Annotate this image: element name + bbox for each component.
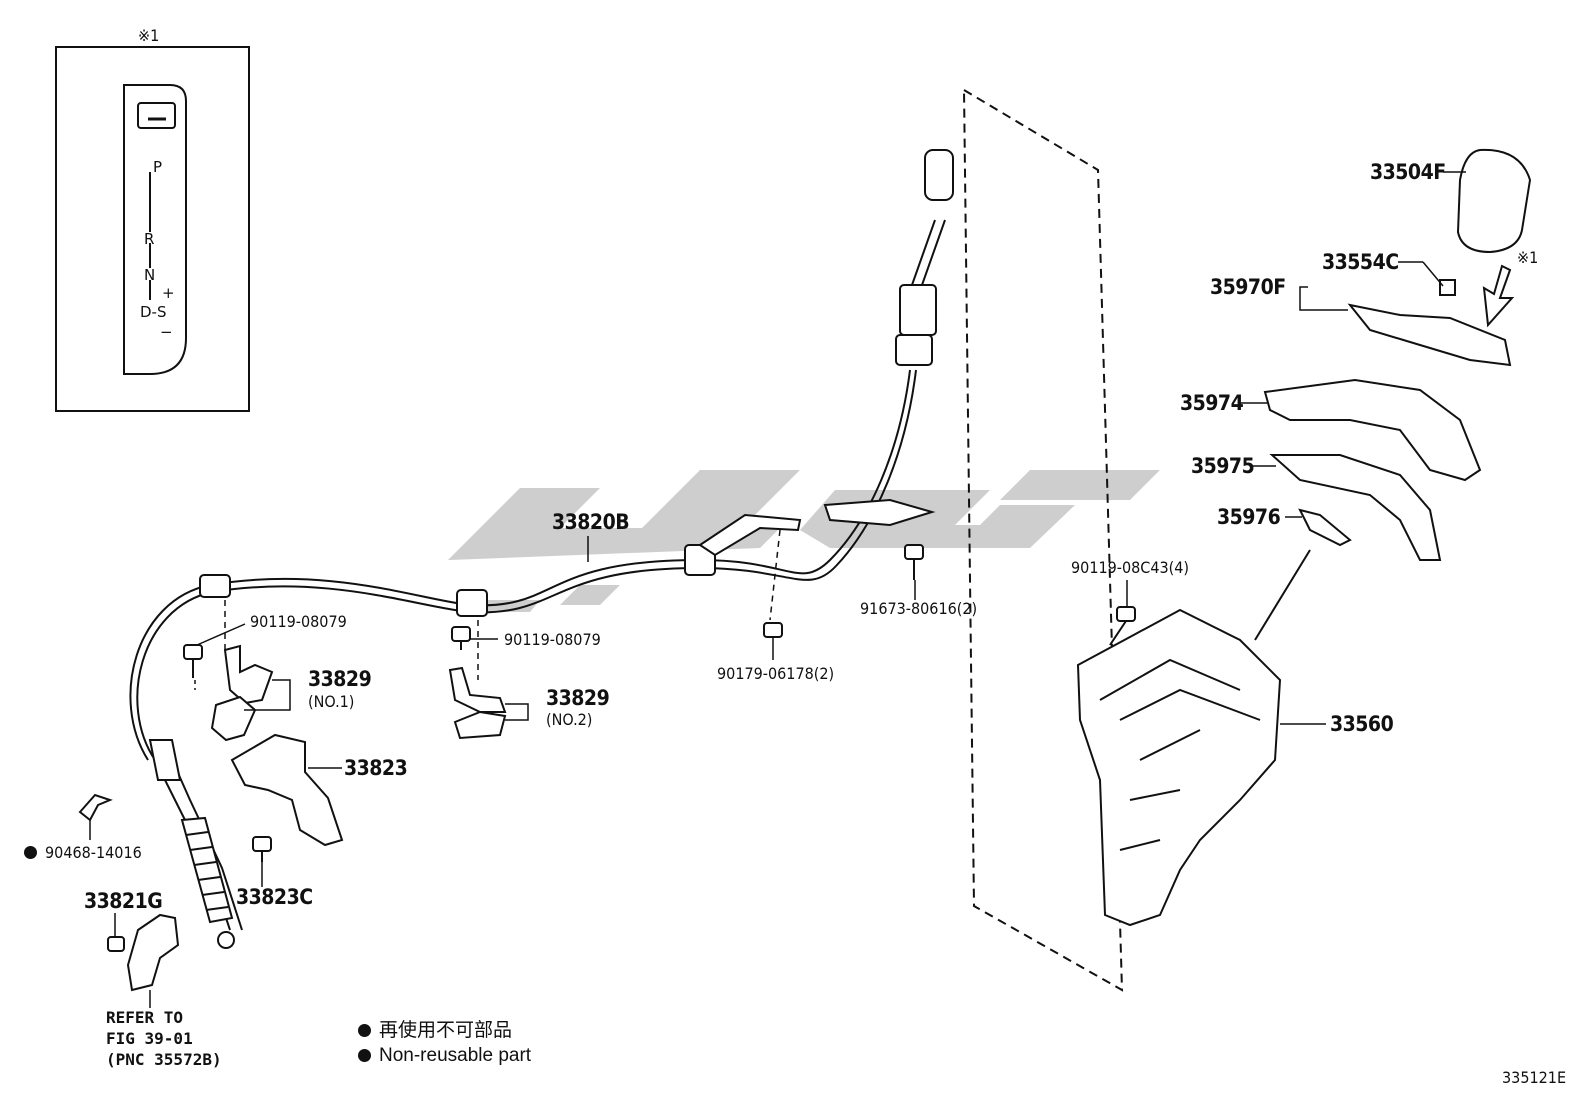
legend-dot-jp: [358, 1024, 371, 1037]
gate-letter-r: R: [144, 230, 155, 248]
fasteners: [78, 544, 1136, 952]
label-33504F: 33504F: [1370, 160, 1446, 184]
label-33823: 33823: [344, 756, 408, 780]
label-35975: 35975: [1191, 454, 1255, 478]
label-91673-80616: 91673-80616(2): [860, 599, 978, 618]
label-35970F: 35970F: [1210, 275, 1286, 299]
label-90179-06178: 90179-06178(2): [717, 664, 835, 683]
legend-jp-text: 再使用不可部品: [379, 1020, 513, 1041]
label-35974: 35974: [1180, 391, 1244, 415]
refer-note-line1: REFER TO: [106, 1008, 184, 1027]
gate-letter-n: N: [144, 266, 156, 284]
legend-dot-en: [358, 1049, 371, 1062]
gate-letter-p: P: [153, 158, 163, 176]
label-33821G: 33821G: [84, 889, 163, 913]
refer-note-line2: FIG 39-01: [106, 1029, 193, 1048]
label-33829-no2: 33829: [546, 686, 610, 710]
clip-33821G: [126, 913, 180, 992]
bracket-33829-no1: [210, 644, 274, 742]
refer-note-line3: (PNC 35572B): [106, 1050, 222, 1069]
bracket-33829-no2: [448, 666, 507, 740]
shift-gate-callout: [55, 46, 250, 412]
gate-letter-minus: −: [160, 323, 173, 341]
arrow-marker: ※1: [1517, 248, 1539, 267]
label-90119-08079-a: 90119-08079: [250, 612, 347, 631]
label-33560: 33560: [1330, 712, 1394, 736]
label-33829-no2-sub: (NO.2): [546, 710, 593, 729]
label-90119-08079-b: 90119-08079: [504, 630, 601, 649]
cover-33823: [230, 733, 344, 847]
legend-en: Non-reusable part: [358, 1046, 531, 1065]
shift-knob-33504F: [1456, 148, 1532, 254]
label-90468-14016-text: 90468-14016: [45, 843, 142, 862]
watermark-logo: [448, 470, 1160, 612]
label-33554C: 33554C: [1322, 250, 1399, 274]
label-33823C: 33823C: [236, 885, 313, 909]
view-arrow: [1482, 264, 1515, 328]
cable-bracket: [698, 498, 936, 557]
label-33820B: 33820B: [552, 510, 630, 534]
callout-marker: ※1: [138, 26, 160, 45]
figure-id: 335121E: [1502, 1068, 1567, 1087]
non-reusable-dot: [24, 846, 37, 859]
gate-letter-ds: D-S: [140, 303, 167, 321]
indicator-35970F: [1347, 279, 1512, 367]
label-33829-no1: 33829: [308, 667, 372, 691]
console-covers: [1263, 378, 1482, 561]
label-35976: 35976: [1217, 505, 1281, 529]
label-90119-08C43: 90119-08C43(4): [1071, 558, 1190, 577]
gate-letter-plus: +: [162, 284, 175, 302]
label-90468-14016: 90468-14016: [24, 845, 142, 861]
label-33829-no1-sub: (NO.1): [308, 692, 355, 711]
assembly-dashed-outline: [962, 88, 1124, 992]
leader-lines: [89, 171, 1466, 1008]
legend-en-text: Non-reusable part: [379, 1045, 532, 1066]
shift-lever-assembly-33560: [1076, 549, 1311, 927]
shift-cable: [129, 149, 954, 949]
legend-jp: 再使用不可部品: [358, 1021, 512, 1040]
